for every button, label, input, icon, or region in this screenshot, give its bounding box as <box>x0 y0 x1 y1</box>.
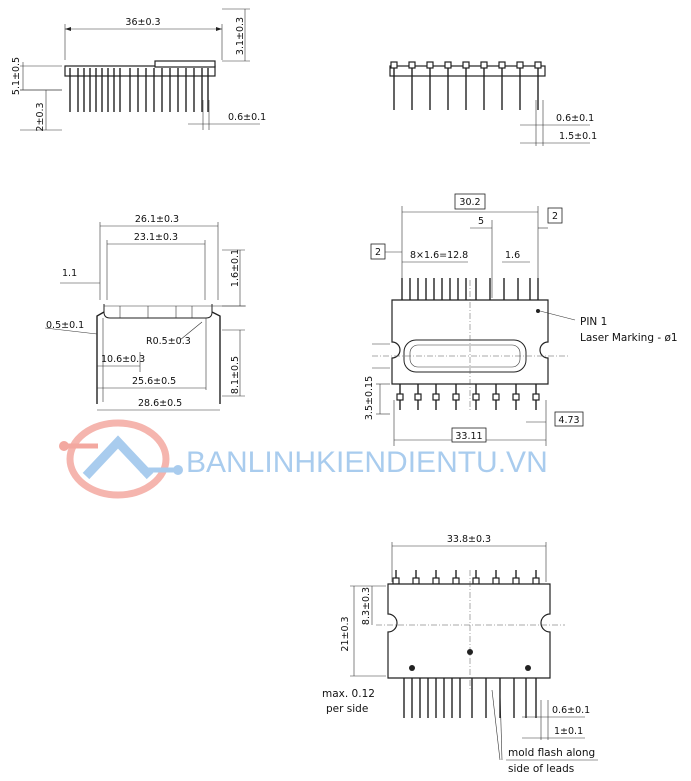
tl-body-step <box>154 60 216 68</box>
bv-side-of-leads-label: side of leads <box>508 763 574 775</box>
fv-height-label: 3.5±0.15 <box>364 376 375 420</box>
tr-lead-tab <box>480 61 488 69</box>
side-span-total-label: 28.6±0.5 <box>138 398 182 409</box>
fv-flag-right-label: 2 <box>552 211 558 222</box>
bv-top-lead-tab <box>392 577 400 585</box>
bv-center-mark-icon <box>467 649 473 655</box>
tr-lead-tab <box>462 61 470 69</box>
bv-lead-width-label: 0.6±0.1 <box>552 705 590 716</box>
bv-mold-flash-label: mold flash along <box>508 747 595 759</box>
bv-top-lead-tab <box>532 577 540 585</box>
bv-top-lead-tab <box>452 577 460 585</box>
fv-bottom-lead-tab <box>512 393 520 401</box>
tr-lead-tab <box>444 61 452 69</box>
top-left-view: 36±0.3 3.1±0.3 5.1±0.5 2±0.3 0.6±0.1 <box>11 8 266 132</box>
bv-lead-pitch-label: 1±0.1 <box>554 726 583 737</box>
side-offset-label: 1.1 <box>62 268 77 279</box>
tl-lead-width-label: 0.6±0.1 <box>228 112 266 123</box>
fv-bottom-lead-tab <box>414 393 422 401</box>
fv-bottom-lead-tab <box>432 393 440 401</box>
fv-pitch-total-label: 8×1.6=12.8 <box>410 250 468 261</box>
side-span-mid-label: 25.6±0.5 <box>132 376 176 387</box>
side-thickness-label: 0.5±0.1 <box>46 320 84 331</box>
watermark-text: BANLINHKIENDIENTU.VN <box>186 446 548 479</box>
tl-leads <box>69 68 209 112</box>
side-view: 26.1±0.3 23.1±0.3 1.1 0.5±0.1 R0.5±0.3 1… <box>44 214 246 411</box>
fv-body <box>391 299 549 385</box>
bv-height-label: 21±0.3 <box>340 616 351 651</box>
fv-pitch-label: 1.6 <box>505 250 520 261</box>
bv-max-flash-label: max. 0.12 <box>322 688 375 700</box>
side-span-small-label: 10.6±0.3 <box>101 354 145 365</box>
tr-lead-tab <box>390 61 398 69</box>
tr-leads <box>390 61 542 110</box>
bv-offset-label: 8.3±0.3 <box>361 587 372 625</box>
bv-bottom-leads <box>403 678 537 718</box>
side-radius-label: R0.5±0.3 <box>146 336 191 347</box>
tr-lead-tab <box>498 61 506 69</box>
tl-width-label: 36±0.3 <box>125 17 160 28</box>
side-lead-height-label: 1.6±0.1 <box>230 249 241 287</box>
bv-top-lead-tab <box>432 577 440 585</box>
fv-bottom-lead-tab <box>492 393 500 401</box>
fv-bottom-lead-tab <box>452 393 460 401</box>
side-right-lead <box>211 311 221 404</box>
fv-bottom-lead-tab <box>472 393 480 401</box>
laser-marking-label: Laser Marking - ø1 <box>580 332 678 344</box>
bottom-view: 33.8±0.3 21±0.3 8.3±0.3 max. 0.12 per si… <box>322 534 598 775</box>
fv-half-span-label: 5 <box>478 216 484 227</box>
bv-right-mark-icon <box>525 665 531 671</box>
tl-height-body-label: 5.1±0.5 <box>11 57 22 95</box>
bv-top-lead-tab <box>412 577 420 585</box>
side-height-label: 8.1±0.5 <box>230 356 241 394</box>
fv-bottom-lead-tab <box>532 393 540 401</box>
fv-right-offset-label: 4.73 <box>558 415 579 426</box>
fv-flag-left-label: 2 <box>375 247 381 258</box>
side-width-inner-label: 23.1±0.3 <box>134 232 178 243</box>
pin1-label: PIN 1 <box>580 316 607 328</box>
tl-lead-length-label: 2±0.3 <box>35 102 46 131</box>
tr-lead-tab <box>516 61 524 69</box>
front-view: PIN 1 Laser Marking - ø1 30.2 5 8×1.6=12… <box>364 193 678 446</box>
fv-bottom-span-label: 33.11 <box>455 431 482 442</box>
tr-lead-tab <box>408 61 416 69</box>
fv-top-span-label: 30.2 <box>459 197 480 208</box>
bv-top-lead-tab <box>512 577 520 585</box>
bv-top-lead-tab <box>492 577 500 585</box>
watermark: BANLINHKIENDIENTU.VN <box>59 419 548 499</box>
tr-lead-width-label: 0.6±0.1 <box>556 113 594 124</box>
tr-lead-pitch-label: 1.5±0.1 <box>559 131 597 142</box>
side-left-lead <box>96 311 105 404</box>
fv-bottom-leads <box>396 384 540 410</box>
circuit-logo-icon <box>59 419 183 499</box>
bv-per-side-label: per side <box>326 703 368 715</box>
top-right-view: 0.6±0.1 1.5±0.1 <box>389 61 597 146</box>
bv-top-lead-tab <box>472 577 480 585</box>
pin1-marker-icon <box>536 309 540 313</box>
bv-left-mark-icon <box>409 665 415 671</box>
tr-lead-tab <box>534 61 542 69</box>
bv-body <box>387 583 551 679</box>
side-body <box>103 304 213 319</box>
tr-lead-tab <box>426 61 434 69</box>
bv-width-label: 33.8±0.3 <box>447 534 491 545</box>
tl-body <box>64 65 216 77</box>
tl-height-top-label: 3.1±0.3 <box>235 17 246 55</box>
fv-bottom-lead-tab <box>396 393 404 401</box>
side-width-outer-label: 26.1±0.3 <box>135 214 179 225</box>
